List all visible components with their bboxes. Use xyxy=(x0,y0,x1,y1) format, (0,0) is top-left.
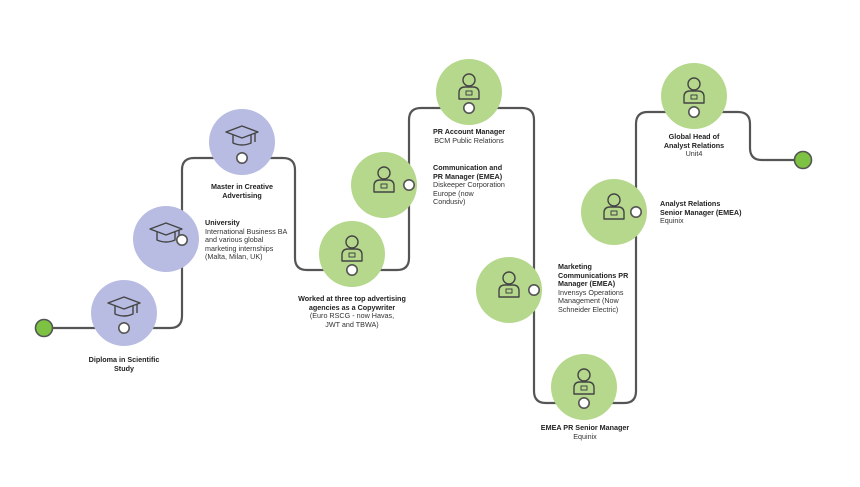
node-title: University xyxy=(205,218,240,227)
timeline-node xyxy=(577,396,590,409)
node-detail: Equinix xyxy=(573,431,597,441)
node-title: EMEA PR Senior Manager xyxy=(540,423,630,432)
node-title: Communication and PR Manager (EMEA) xyxy=(433,163,503,181)
timeline-node xyxy=(527,283,540,296)
node-detail: (Euro RSCG - now Havas, JWT and TBWA) xyxy=(309,311,395,329)
node-detail: Invensys Operations Management (Now Schn… xyxy=(558,287,624,314)
node-detail: Diskeeper Corporation Europe (now Condus… xyxy=(433,180,505,207)
milestone-equinix_ar xyxy=(581,179,647,245)
milestone-bubble xyxy=(476,257,542,323)
node-detail: BCM Public Relations xyxy=(434,135,504,145)
milestone-bubble xyxy=(319,221,385,287)
node-detail: International Business BA and various gl… xyxy=(205,226,287,262)
node-title: Worked at three top advertising agencies… xyxy=(298,294,406,312)
person-icon xyxy=(603,193,625,220)
milestone-diploma xyxy=(91,280,157,346)
milestone-diskeeper xyxy=(351,152,417,218)
node-title: PR Account Manager xyxy=(432,127,506,136)
label-equinix-pr: EMEA PR Senior Manager Equinix xyxy=(540,423,630,441)
label-copywriter: Worked at three top advertising agencies… xyxy=(294,294,410,329)
timeline-node xyxy=(236,152,249,165)
milestone-bubble xyxy=(209,109,275,175)
milestone-equinix_pr xyxy=(551,354,617,420)
label-bcm: PR Account Manager BCM Public Relations xyxy=(432,127,506,145)
label-university: University International Business BA and… xyxy=(205,218,287,262)
start-endpoint xyxy=(34,318,54,338)
person-icon xyxy=(373,166,395,193)
milestone-bubble xyxy=(133,206,199,272)
person-icon xyxy=(458,73,480,100)
timeline-node xyxy=(176,234,189,247)
milestone-bcm xyxy=(436,59,502,125)
node-title: Global Head of Analyst Relations xyxy=(663,132,725,150)
timeline-node xyxy=(402,179,415,192)
milestone-unit4 xyxy=(661,63,727,129)
timeline-node xyxy=(118,321,131,334)
end-endpoint xyxy=(793,150,813,170)
person-icon xyxy=(683,77,705,104)
node-title: Master in Creative Advertising xyxy=(211,182,273,200)
graduation-cap-icon xyxy=(107,296,141,317)
milestone-invensys xyxy=(476,257,542,323)
milestone-copywriter xyxy=(319,221,385,287)
label-diskeeper: Communication and PR Manager (EMEA) Disk… xyxy=(433,163,507,207)
milestone-bubble xyxy=(91,280,157,346)
milestone-university xyxy=(133,206,199,272)
label-diploma: Diploma in Scientific Study xyxy=(86,355,162,373)
person-icon xyxy=(498,271,520,298)
timeline-node xyxy=(687,106,700,119)
milestone-bubble xyxy=(581,179,647,245)
timeline-node xyxy=(462,102,475,115)
milestone-master xyxy=(209,109,275,175)
node-title: Analyst Relations Senior Manager (EMEA) xyxy=(660,199,742,217)
milestone-bubble xyxy=(351,152,417,218)
milestone-bubble xyxy=(551,354,617,420)
timeline-node xyxy=(629,206,642,219)
node-detail: Unit4 xyxy=(685,149,703,159)
person-icon xyxy=(341,235,363,262)
graduation-cap-icon xyxy=(225,125,259,146)
label-equinix-ar: Analyst Relations Senior Manager (EMEA) … xyxy=(660,199,744,226)
node-detail: Equinix xyxy=(660,216,684,226)
person-icon xyxy=(573,368,595,395)
label-master: Master in Creative Advertising xyxy=(207,182,277,200)
label-unit4: Global Head of Analyst Relations Unit4 xyxy=(655,132,733,159)
node-title: Marketing Communications PR Manager (EME… xyxy=(558,262,629,289)
timeline-node xyxy=(345,263,358,276)
label-invensys: Marketing Communications PR Manager (EME… xyxy=(558,262,630,315)
node-title: Diploma in Scientific Study xyxy=(88,355,160,373)
milestone-bubble xyxy=(436,59,502,125)
milestone-bubble xyxy=(661,63,727,129)
